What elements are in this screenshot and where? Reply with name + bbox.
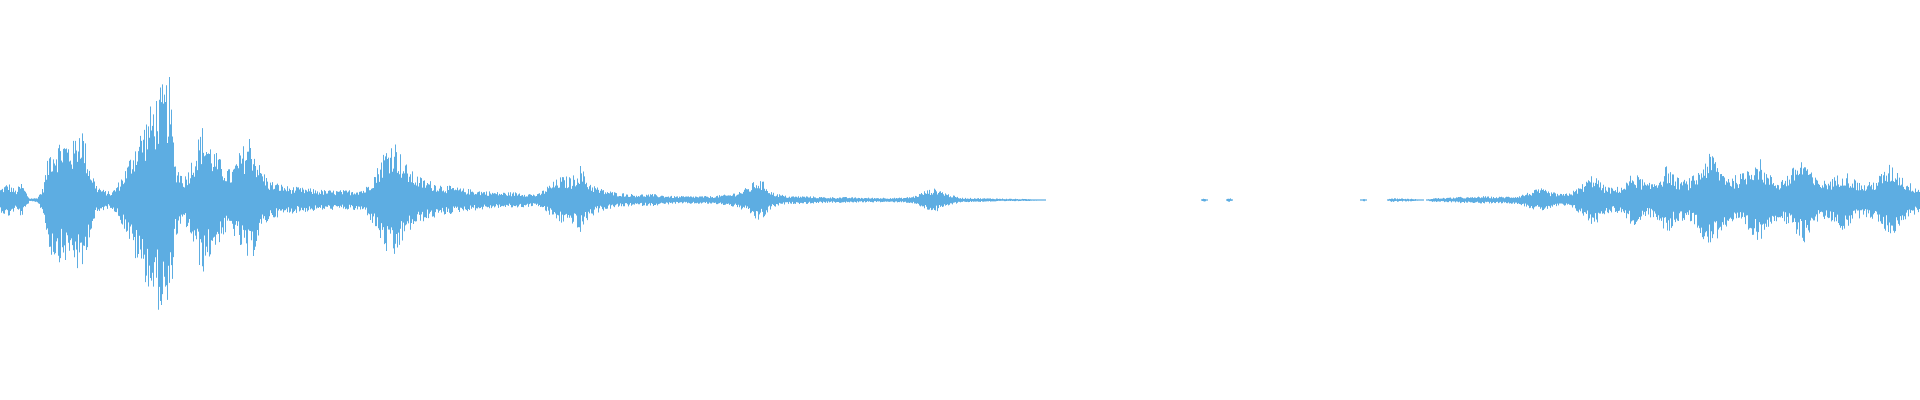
waveform-samples	[0, 77, 1920, 310]
